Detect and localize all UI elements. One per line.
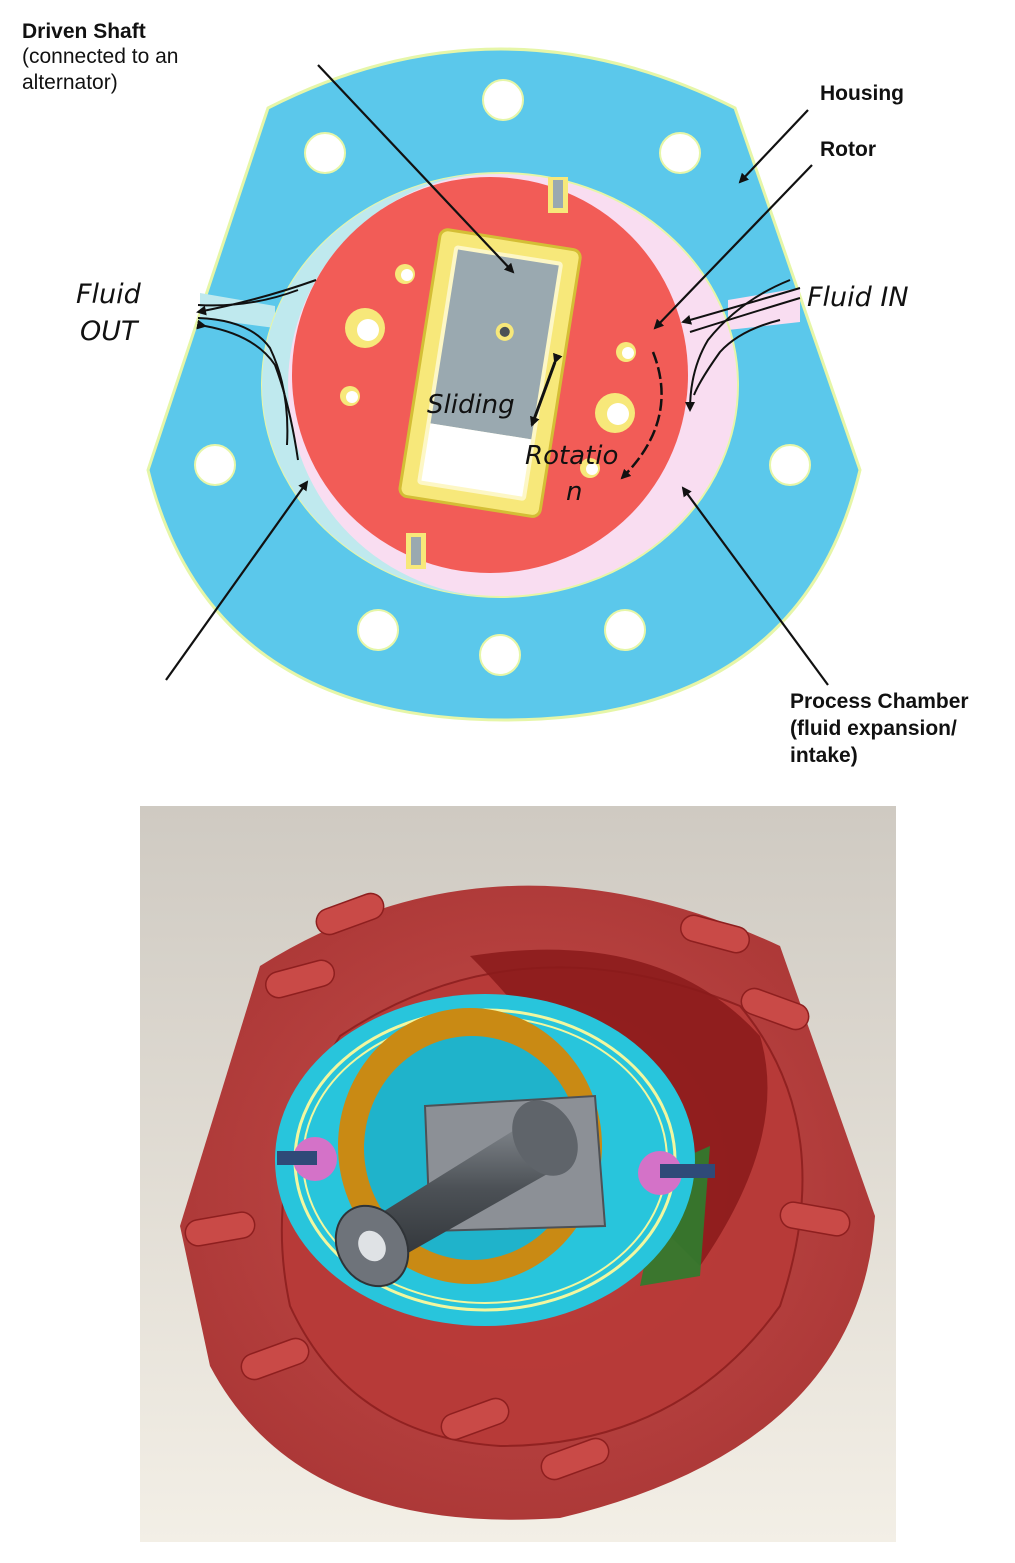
bolt bbox=[440, 1397, 510, 1441]
leader-rotor bbox=[653, 164, 813, 330]
shaft-bore bbox=[358, 1230, 386, 1262]
label-rotation-2: n bbox=[566, 477, 582, 507]
sliding-arrow bbox=[530, 352, 563, 427]
label-process-chamber-1: Process Chamber bbox=[790, 690, 969, 713]
label-driven-shaft-sub2: alternator) bbox=[22, 71, 118, 94]
bolt-holes bbox=[194, 79, 811, 676]
label-rotor: Rotor bbox=[820, 138, 876, 161]
label-housing: Housing bbox=[820, 82, 904, 105]
bolt bbox=[264, 959, 336, 999]
bolt-hole bbox=[769, 444, 811, 486]
bolt bbox=[740, 987, 810, 1031]
fluid-out-flow bbox=[196, 279, 317, 461]
bolt bbox=[679, 914, 751, 954]
pin-right bbox=[660, 1164, 715, 1178]
label-sliding: Sliding bbox=[427, 390, 515, 420]
label-rotation-1: Rotatio bbox=[525, 441, 618, 471]
bolt bbox=[779, 1201, 851, 1237]
expander-schematic: Driven Shaft (connected to an alternator… bbox=[22, 20, 969, 767]
sliding-vane bbox=[398, 228, 582, 518]
expander-3d-render bbox=[140, 806, 896, 1542]
leader-driven-shaft bbox=[317, 64, 515, 274]
leader-housing bbox=[738, 109, 809, 184]
bolt-hole bbox=[604, 609, 646, 651]
bolt-hole bbox=[304, 132, 346, 174]
vane-slot-bottom-inner bbox=[411, 537, 421, 565]
leader-process-chamber bbox=[681, 486, 829, 686]
pin-left bbox=[277, 1151, 317, 1165]
fluid-in-flow bbox=[681, 279, 801, 412]
bolt-hole bbox=[357, 609, 399, 651]
rotation-arrow bbox=[620, 351, 663, 480]
leader-chamber-left bbox=[165, 480, 309, 681]
vane-block bbox=[430, 249, 559, 440]
bolt-hole bbox=[482, 79, 524, 121]
label-fluid-in: Fluid IN bbox=[807, 282, 909, 313]
bolt-hole bbox=[659, 132, 701, 174]
label-driven-shaft: Driven Shaft bbox=[22, 20, 146, 43]
shaft-3d bbox=[334, 1100, 578, 1288]
label-process-chamber-2: (fluid expansion/ bbox=[790, 717, 957, 740]
bolt bbox=[315, 892, 385, 936]
bolt bbox=[184, 1211, 256, 1247]
housing-bolts bbox=[184, 892, 851, 1481]
bolt-hole bbox=[194, 444, 236, 486]
bolt bbox=[240, 1337, 310, 1381]
label-fluid-out-1: Fluid bbox=[76, 279, 142, 310]
label-process-chamber-3: intake) bbox=[790, 744, 858, 767]
label-fluid-out-2: OUT bbox=[80, 316, 140, 347]
bolt bbox=[540, 1437, 610, 1481]
leader-lines bbox=[165, 64, 829, 686]
vane-slot-top-inner bbox=[553, 180, 563, 208]
bolt-hole bbox=[479, 634, 521, 676]
label-driven-shaft-sub1: (connected to an bbox=[22, 45, 178, 68]
